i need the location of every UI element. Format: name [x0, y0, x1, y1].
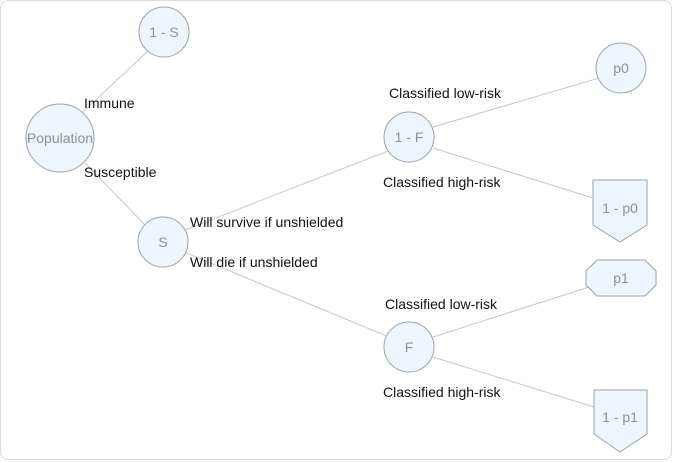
node-s-shape	[137, 216, 189, 268]
edge-label-die-high-risk: Classified high-risk	[383, 384, 501, 400]
node-one-minus-p1-shape	[593, 389, 648, 453]
node-one-minus-p0: 1 - p0	[592, 179, 648, 243]
edge-label-will-survive: Will survive if unshielded	[190, 214, 343, 230]
node-one-minus-p0-label: 1 - p0	[602, 200, 638, 216]
node-one-minus-s-label: 1 - S	[149, 24, 179, 40]
node-p0-shape	[595, 42, 647, 94]
node-f: F	[383, 321, 435, 373]
node-population-label: Population	[27, 130, 93, 146]
edge-label-susceptible: Susceptible	[84, 164, 157, 180]
node-one-minus-p0-shape	[592, 179, 648, 243]
node-p0-label: p0	[613, 60, 629, 76]
node-one-minus-f-shape	[383, 111, 435, 163]
node-p1-shape	[585, 259, 657, 297]
node-one-minus-p1-label: 1 - p1	[602, 409, 638, 425]
edge-population-susceptible	[84, 162, 149, 229]
edge-1f-p0	[432, 77, 600, 128]
node-p0: p0	[595, 42, 647, 94]
edge-s-survive	[184, 150, 389, 231]
node-population-shape	[25, 103, 95, 173]
edge-s-die	[183, 251, 390, 338]
node-one-minus-s-shape	[138, 6, 190, 58]
node-p1-label: p1	[613, 270, 629, 286]
edge-label-survive-high-risk: Classified high-risk	[383, 174, 501, 190]
node-f-shape	[383, 321, 435, 373]
node-one-minus-f-label: 1 - F	[395, 129, 424, 145]
node-s: S	[137, 216, 189, 268]
node-one-minus-p1: 1 - p1	[593, 389, 648, 453]
node-s-label: S	[158, 234, 167, 250]
edge-label-will-die: Will die if unshielded	[190, 254, 318, 270]
edge-label-immune: Immune	[84, 95, 135, 111]
node-one-minus-s: 1 - S	[138, 6, 190, 58]
edge-label-die-low-risk: Classified low-risk	[385, 296, 498, 312]
node-p1: p1	[585, 259, 657, 297]
node-f-label: F	[405, 339, 414, 355]
node-population: Population	[25, 103, 95, 173]
edge-population-immune	[81, 49, 150, 114]
edge-f-p1	[432, 286, 590, 338]
edge-1f-1p0	[432, 147, 594, 199]
edge-f-1p1	[432, 356, 595, 408]
node-one-minus-f: 1 - F	[383, 111, 435, 163]
edge-label-survive-low-risk: Classified low-risk	[389, 85, 502, 101]
